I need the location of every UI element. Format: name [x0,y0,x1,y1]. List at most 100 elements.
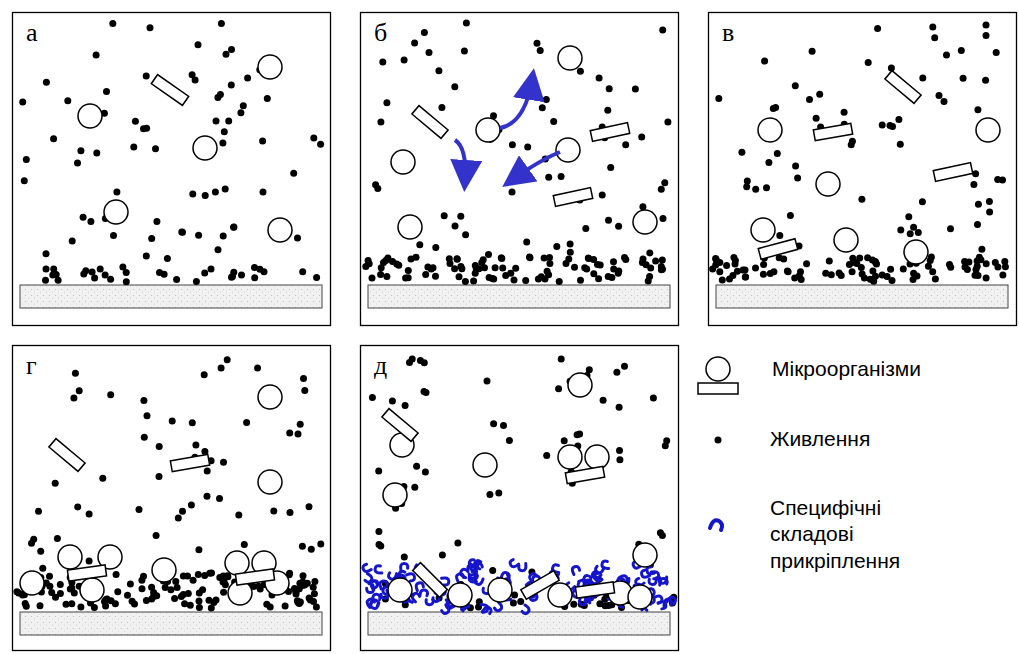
nutrient-dot [218,20,225,27]
nutrient-dots [362,20,671,285]
nutrient-dot [498,254,505,261]
panel-frame [361,346,679,651]
nutrient-dot [986,198,993,205]
nutrient-dot [237,109,244,116]
nutrient-dot [77,147,84,154]
nutrient-dot [228,82,235,89]
nutrient-dot [362,263,369,270]
nutrient-dot [928,254,935,261]
nutrient-dot [555,385,562,392]
nutrient-dot [93,52,100,59]
nutrient-dot [813,115,820,122]
nutrient-dot [461,48,468,55]
nutrient-dot [195,571,202,578]
nutrient-dot [590,256,597,263]
nutrient-dot [999,271,1006,278]
nutrient-dot [240,102,247,109]
coccus [388,578,412,602]
nutrient-dot [220,232,227,239]
legend-rod [698,383,738,394]
coccus [488,578,512,602]
nutrient-dot [874,25,881,32]
nutrient-dot [887,266,894,273]
nutrient-dot [556,278,563,285]
nutrient-dot [606,85,613,92]
panel-letter: в [722,20,734,46]
nutrient-dot [377,119,384,126]
attachment-squiggle [579,597,589,605]
nutrient-dot [650,395,657,402]
nutrient-dot [743,183,750,190]
nutrient-dot [208,604,215,611]
substrate [368,285,670,308]
nutrient-dot [729,272,736,279]
nutrient-dot [222,185,229,192]
coccus [80,578,104,602]
nutrient-dot [621,363,628,370]
nutrient-dot [204,467,211,474]
coccus [225,551,249,575]
rod [590,123,629,142]
nutrient-dot [960,75,967,82]
nutrient-dot [215,246,222,253]
nutrient-dot [127,580,134,587]
nutrient-dot [806,96,813,103]
coccus [976,118,1000,142]
nutrient-dot [383,273,390,280]
nutrient-dot [522,277,529,284]
nutrient-dot [841,109,848,116]
nutrient-dot [615,223,622,230]
nutrient-dot [57,590,64,597]
nutrient-dot [179,229,186,236]
nutrient-dot [604,107,611,114]
nutrient-dot [836,270,843,277]
attachment-squiggle [470,564,479,571]
transport-arrow [455,140,465,180]
nutrient-dot [941,98,948,105]
nutrient-dot [413,254,420,261]
nutrient-dot [164,255,171,262]
nutrient-dot [462,231,469,238]
nutrient-dot [21,177,28,184]
nutrient-dot [287,509,294,516]
nutrient-dot [144,412,151,419]
nutrient-dot [846,261,853,268]
nutrient-dot [943,52,950,59]
nutrient-dot [543,96,550,103]
nutrient-dot [72,370,79,377]
nutrient-dot [220,459,227,466]
nutrient-dot [228,274,235,281]
coccus [558,46,582,70]
nutrient-dot [561,437,568,444]
nutrient-dot [432,273,439,280]
nutrient-dot [490,420,497,427]
nutrient-dot [74,503,81,510]
coccus [904,240,928,264]
nutrient-dot [216,495,223,502]
nutrient-dot [299,543,306,550]
attachment-squiggle [454,572,464,582]
coccus [383,483,407,507]
nutrient-dot [947,264,954,271]
nutrient-dot [103,88,110,95]
nutrient-dot [742,273,749,280]
nutrient-dot [765,159,772,166]
microorganisms [751,71,1000,264]
nutrient-dot [506,437,513,444]
nutrient-dot [102,271,109,278]
substrate [20,285,322,308]
legend-text: Живлення [770,426,870,452]
stage-panel [361,13,679,326]
nutrient-dot [983,275,990,282]
nutrient-dot [574,431,581,438]
nutrient-dot [796,272,803,279]
nutrient-dot [480,256,487,263]
panel-frame [709,13,1017,326]
nutrient-dot [189,419,196,426]
nutrient-dot [259,137,266,144]
nutrient-dot [243,419,250,426]
nutrient-dot [974,221,981,228]
nutrient-dot [426,49,433,56]
nutrient-dot [138,577,145,584]
nutrient-dot [570,601,577,608]
